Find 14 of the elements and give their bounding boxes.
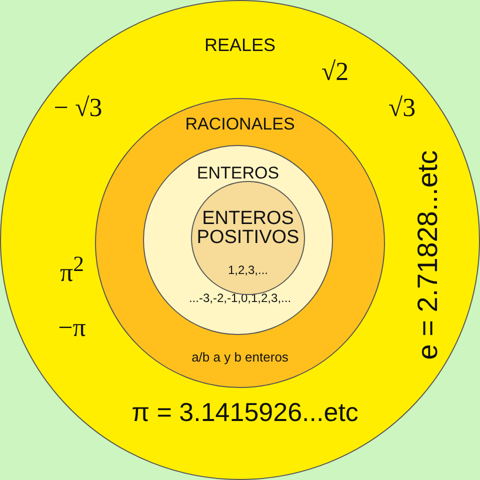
- set-title: ENTEROS POSITIVOS: [196, 209, 300, 247]
- set-title: REALES: [204, 36, 276, 54]
- math-expression: − √3: [54, 95, 102, 121]
- math-expression: −π: [58, 315, 86, 341]
- set-title: ENTEROS: [196, 164, 280, 182]
- set-examples: 1,2,3,...: [228, 264, 268, 276]
- math-expression: √3: [388, 95, 416, 121]
- set-description: a/b a y b enteros: [192, 350, 288, 364]
- set-title: RACIONALES: [185, 116, 295, 132]
- set-examples: ...-3,-2,-1,0,1,2,3,...: [188, 292, 292, 304]
- math-expression: π = 3.1415926...etc: [132, 399, 358, 425]
- math-expression: √2: [321, 59, 349, 85]
- math-expression: π$^{2}$: [60, 254, 84, 286]
- math-expression: e = 2.71828...etc: [414, 150, 442, 360]
